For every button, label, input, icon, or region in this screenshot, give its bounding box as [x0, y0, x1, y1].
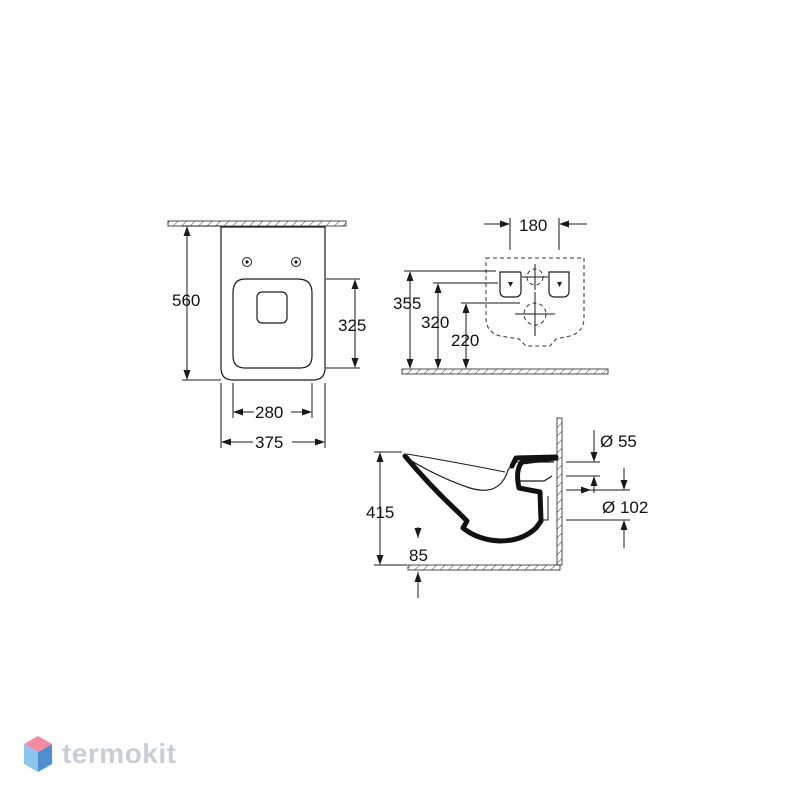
dim-415-line [374, 451, 407, 566]
dim-220-line [461, 302, 520, 369]
back-view-dashed-outline [485, 257, 585, 347]
side-view-flush-pipe [509, 454, 559, 469]
dim-320-line [433, 282, 498, 369]
watermark-brand-text: termokit [62, 738, 177, 769]
dim-415-label: 415 [366, 503, 394, 522]
dim-325-label: 325 [338, 316, 366, 335]
side-view-wall [556, 417, 563, 566]
dim-280-label: 280 [255, 403, 283, 422]
side-view-floor-bar [407, 564, 561, 571]
dim-355-label: 355 [393, 294, 421, 313]
front-view-seat [232, 278, 313, 369]
dim-d55-label: Ø 55 [600, 432, 637, 451]
dim-d102-line [566, 468, 630, 548]
dim-d55-line [566, 430, 600, 493]
back-view-right-slot [548, 271, 570, 298]
side-view-bowl-outer [406, 453, 549, 521]
dim-560-line [182, 225, 221, 381]
dim-355-line [404, 270, 496, 369]
dim-180-label: 180 [519, 216, 547, 235]
watermark-logo: termokit [22, 732, 176, 776]
dim-375-line [220, 383, 326, 448]
back-view-left-slot [499, 271, 522, 298]
dim-320-label: 320 [421, 313, 449, 332]
back-view-upper-crosshair [522, 264, 548, 290]
termokit-logo-icon [24, 736, 52, 772]
back-view-left-slot-mark [508, 282, 513, 287]
dim-560-label: 560 [172, 291, 200, 310]
front-view-seat-inner [256, 291, 288, 324]
side-view: 415 85 Ø 55 Ø [366, 417, 648, 598]
dim-220-label: 220 [451, 331, 479, 350]
front-view-mount-holes [242, 257, 301, 267]
dim-85-label: 85 [409, 546, 428, 565]
front-view-wall-bar [167, 220, 347, 227]
dim-280-line [232, 383, 313, 418]
dim-180-line [484, 218, 587, 250]
dim-85-line [414, 527, 422, 598]
front-view-bowl-outline [220, 226, 326, 381]
side-view-bowl-profile [402, 453, 559, 544]
back-view: 180 355 320 220 [393, 216, 609, 375]
back-view-right-slot-mark [557, 282, 562, 287]
dim-375-label: 375 [255, 433, 283, 452]
back-view-lower-crosshair [515, 292, 555, 336]
front-view: 560 325 280 375 [167, 220, 366, 452]
side-view-outlet-pipe [520, 475, 553, 482]
dim-325-line [326, 278, 360, 369]
dim-d102-label: Ø 102 [602, 498, 648, 517]
side-view-bowl-inner [409, 459, 554, 491]
back-view-floor-bar [401, 368, 609, 375]
